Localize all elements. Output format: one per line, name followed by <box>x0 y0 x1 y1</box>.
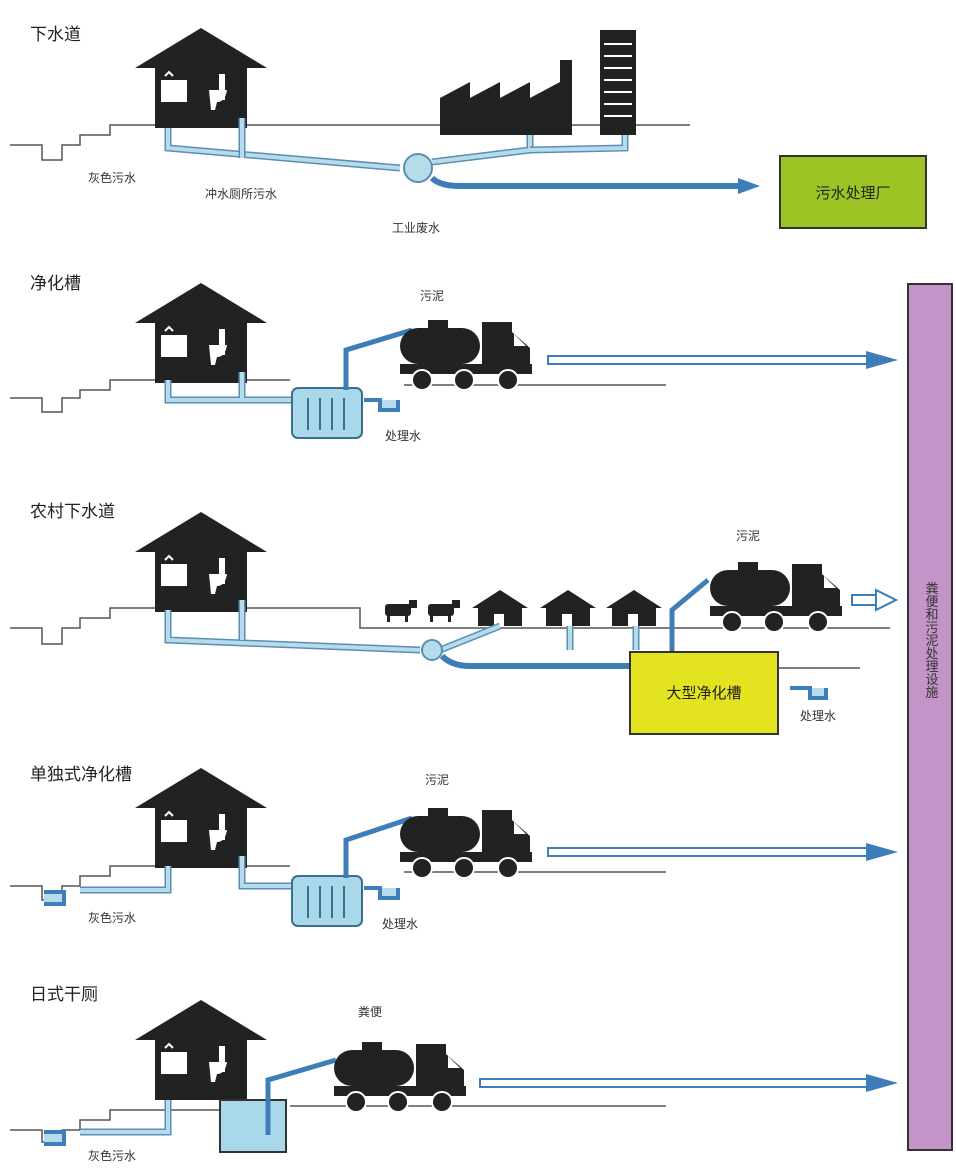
treatment-plant-box <box>779 155 927 229</box>
sewer-pipes <box>164 118 760 194</box>
hut-icon <box>540 590 596 626</box>
house-icon <box>134 282 268 384</box>
hut-icon <box>472 590 528 626</box>
section-rural: 农村下水道 大型净化槽 污泥 处理水 <box>10 502 899 735</box>
facility-box <box>907 283 953 1151</box>
treatment-plant-label: 污水处理厂 <box>815 184 890 202</box>
section-single: 单独式净化槽 污泥 灰色污水 处理水 <box>10 765 898 931</box>
ground-line <box>10 379 666 413</box>
truck-icon <box>709 561 843 633</box>
truck-icon <box>399 319 533 391</box>
section-title-sewer: 下水道 <box>30 25 81 45</box>
house-icon <box>134 767 268 869</box>
section-dry-toilet: 日式干厕 粪便 灰色污水 <box>10 985 898 1163</box>
cow-icon <box>428 600 460 622</box>
label-treated-water: 处理水 <box>385 429 421 443</box>
label-grey-water: 灰色污水 <box>88 171 136 185</box>
house-icon <box>134 999 268 1101</box>
factory-icon <box>440 60 572 135</box>
arrow-icon <box>738 178 760 194</box>
ground-line <box>10 124 690 161</box>
section-sewer: 下水道 <box>10 25 927 235</box>
tank-icon <box>291 875 363 927</box>
section-title-rural: 农村下水道 <box>30 502 115 522</box>
facility-bar: 粪便和污泥处理设施 <box>907 283 953 1151</box>
label-treated-water: 处理水 <box>382 917 418 931</box>
facility-label: 粪便和污泥处理设施 <box>923 582 939 699</box>
tank-icon <box>291 387 363 439</box>
arrow-icon <box>851 588 899 612</box>
ground-line <box>10 865 666 901</box>
tank-icon <box>219 1099 287 1153</box>
house-icon <box>134 511 268 613</box>
ground-line <box>10 1105 666 1143</box>
section-title-dry-toilet: 日式干厕 <box>30 985 98 1005</box>
cow-icon <box>385 600 417 622</box>
label-toilet-water: 冲水厕所污水 <box>205 186 277 201</box>
section-title-septic: 净化槽 <box>30 274 81 294</box>
arrow-icon <box>479 1074 898 1092</box>
truck-icon <box>333 1041 467 1113</box>
large-septic-tank-box <box>629 651 779 735</box>
section-title-single: 单独式净化槽 <box>30 765 132 785</box>
label-treated-water: 处理水 <box>800 709 836 723</box>
hut-icon <box>606 590 662 626</box>
label-grey-water: 灰色污水 <box>88 1149 136 1163</box>
house-icon <box>134 27 268 129</box>
arrow-icon <box>547 351 898 369</box>
large-septic-tank-label: 大型净化槽 <box>666 684 741 702</box>
label-sludge: 污泥 <box>425 773 449 787</box>
label-feces: 粪便 <box>358 1005 382 1019</box>
building-icon <box>600 30 636 135</box>
label-sludge: 污泥 <box>736 529 760 543</box>
ground-line <box>10 607 890 645</box>
arrow-icon <box>547 843 898 861</box>
label-grey-water: 灰色污水 <box>88 911 136 925</box>
label-industrial-water: 工业废水 <box>392 220 440 235</box>
truck-icon <box>399 807 533 879</box>
section-septic: 净化槽 污泥 处理水 <box>10 274 898 443</box>
label-sludge: 污泥 <box>420 289 444 303</box>
